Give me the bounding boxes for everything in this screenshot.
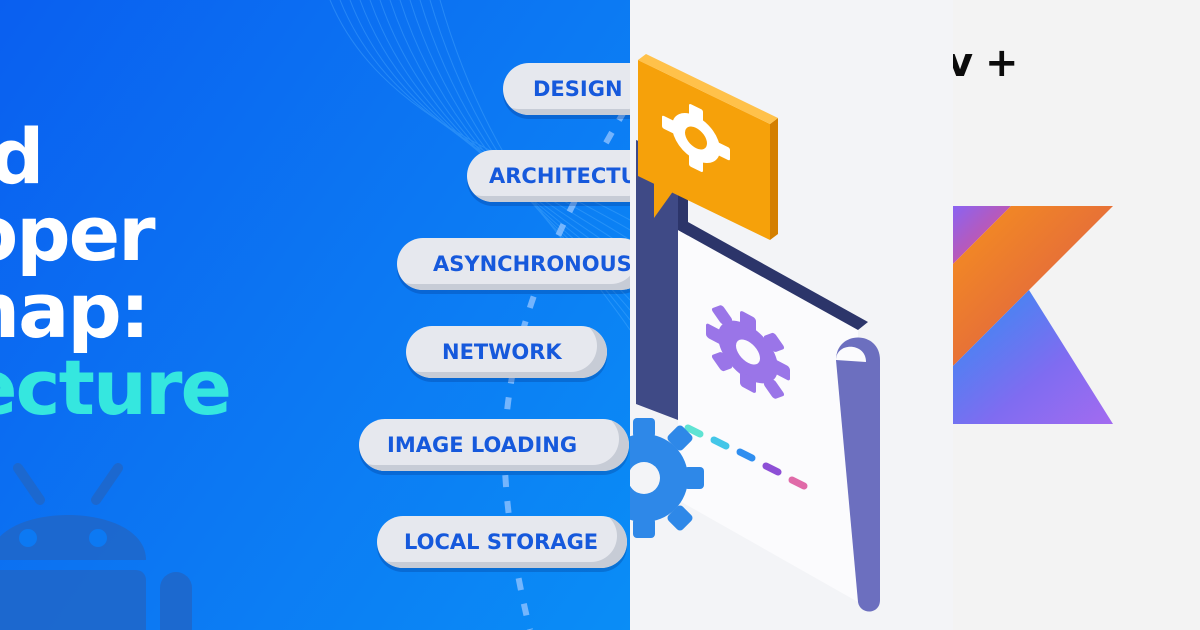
kotlin-panel: v + [953,0,1200,630]
gear-icon [630,418,704,538]
kotlin-logo-icon [953,206,1113,424]
gear-icon [662,104,730,172]
roadmap-topic-pill: DESIGN P [503,63,630,115]
android-roadmap-panel: id oper nap: ecture DESIGN P ARCHITECTU … [0,0,630,630]
roadmap-topic-pill: ARCHITECTU [467,150,630,202]
kotlin-title: v + [953,40,1019,86]
roadmap-topic-pill: LOCAL STORAGE [377,516,627,568]
settings-illustration-panel [630,0,953,630]
android-robot-icon [0,463,192,630]
roadmap-topic-pill: NETWORK [406,326,607,378]
isometric-settings-illustration [630,54,880,612]
heading-line: nap: [0,266,150,355]
gear-icon [706,305,790,399]
heading-accent-line: ecture [0,343,232,432]
heading-line: id [0,112,44,201]
roadmap-heading: id oper nap: ecture [0,118,486,426]
roadmap-topic-pill: ASYNCHRONOUS [397,238,630,290]
roadmap-topic-pill: IMAGE LOADING [359,419,629,471]
heading-line: oper [0,189,156,278]
